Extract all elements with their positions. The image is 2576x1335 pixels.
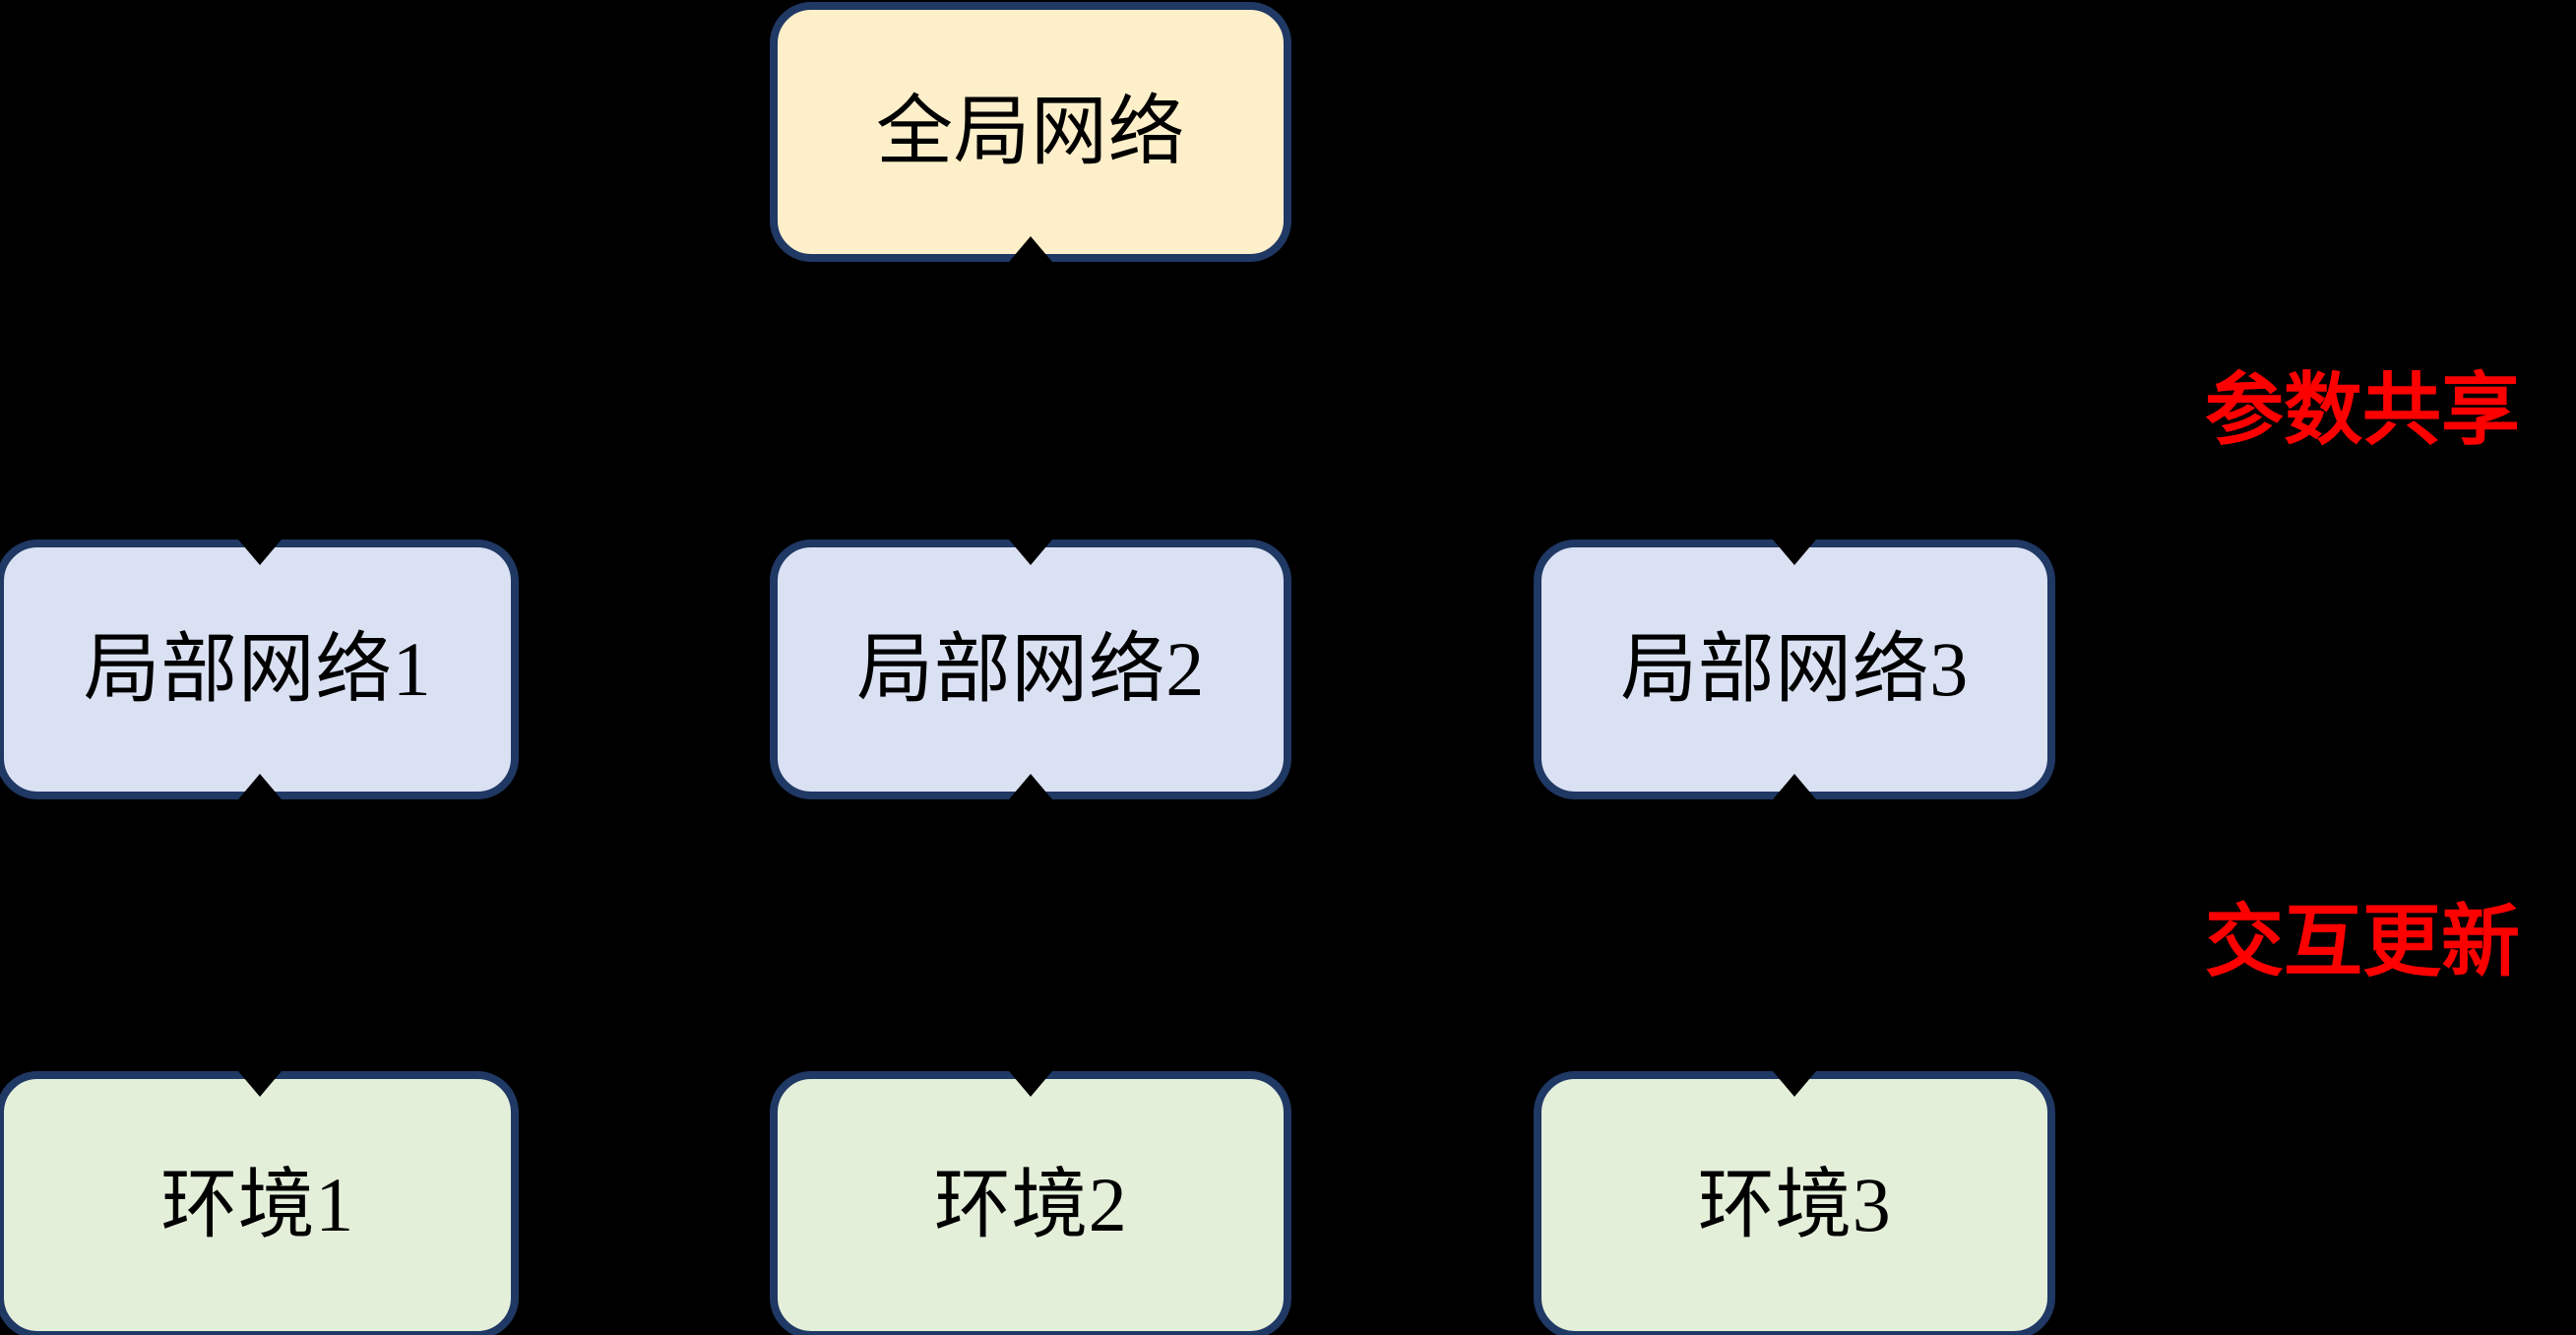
node-environment-3-label: 环境3 <box>1697 1162 1892 1247</box>
arrowhead-into-env-3 <box>1773 1071 1816 1097</box>
node-environment-1[interactable]: 环境1 <box>0 1071 519 1335</box>
node-local-network-1-label: 局部网络1 <box>83 626 432 712</box>
node-local-network-1[interactable]: 局部网络1 <box>0 540 519 799</box>
node-environment-1-label: 环境1 <box>160 1162 354 1247</box>
edge-global-bus <box>257 319 1773 325</box>
edge-global-to-local-1 <box>257 319 263 540</box>
arrowhead-into-local-3 <box>1773 540 1816 565</box>
arrowhead-into-local-2-bottom <box>1009 774 1052 799</box>
arrowhead-into-env-2 <box>1009 1071 1052 1097</box>
node-global-network[interactable]: 全局网络 <box>770 2 1291 262</box>
annotation-interaction-update: 交互更新 <box>2205 900 2520 986</box>
annotation-parameter-sharing: 参数共享 <box>2205 368 2520 455</box>
node-local-network-3-label: 局部网络3 <box>1620 626 1969 712</box>
arrowhead-into-global <box>1009 236 1052 262</box>
node-local-network-3[interactable]: 局部网络3 <box>1534 540 2055 799</box>
node-local-network-2-label: 局部网络2 <box>856 626 1205 712</box>
arrowhead-into-env-1 <box>238 1071 282 1097</box>
node-environment-3[interactable]: 环境3 <box>1534 1071 2055 1335</box>
arrowhead-into-local-1-bottom <box>238 774 282 799</box>
edge-global-to-local-2 <box>1028 319 1034 540</box>
edge-local-3-to-env-3 <box>1791 799 1797 1071</box>
arrowhead-into-local-2 <box>1009 540 1052 565</box>
node-environment-2[interactable]: 环境2 <box>770 1071 1291 1335</box>
edge-global-to-local-3 <box>1791 319 1797 540</box>
node-environment-2-label: 环境2 <box>933 1162 1128 1247</box>
edge-global-stem <box>1028 262 1034 321</box>
arrowhead-into-local-3-bottom <box>1773 774 1816 799</box>
edge-local-2-to-env-2 <box>1028 799 1034 1071</box>
node-local-network-2[interactable]: 局部网络2 <box>770 540 1291 799</box>
node-global-network-label: 全局网络 <box>875 89 1185 174</box>
arrowhead-into-local-1 <box>238 540 282 565</box>
edge-local-1-to-env-1 <box>257 799 263 1071</box>
